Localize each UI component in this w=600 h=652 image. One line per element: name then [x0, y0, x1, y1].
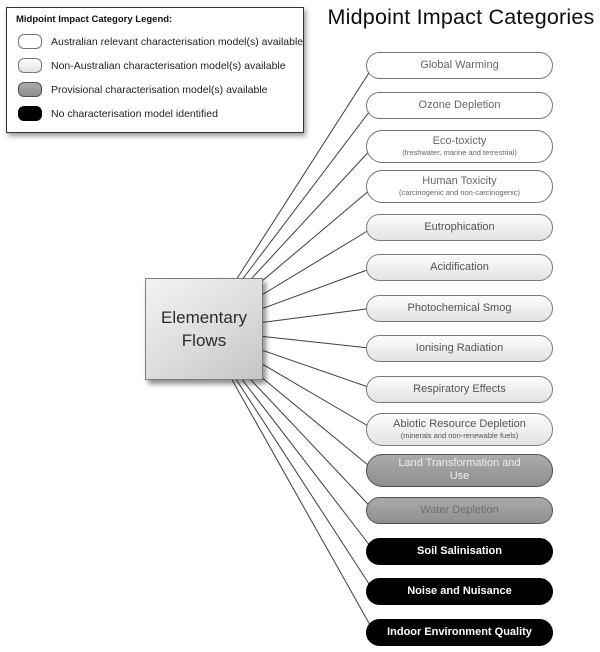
- elementary-flows-label: Elementary Flows: [161, 308, 247, 350]
- category-label: Acidification: [430, 261, 489, 273]
- category-pill-abiotic-resource-depletion: Abiotic Resource Depletion (minerals and…: [366, 413, 553, 446]
- category-label: Photochemical Smog: [407, 301, 512, 314]
- category-pill-global-warming: Global Warming: [366, 51, 553, 79]
- category-pill-noise-and-nuisance: Noise and Nuisance: [366, 578, 553, 605]
- category-pill-land-transformation-and-use: Land Transformation and Use: [366, 453, 553, 487]
- legend-item-non-australian: Non-Australian characterisation model(s)…: [14, 58, 295, 73]
- category-pill-indoor-environment-quality: Indoor Environment Quality: [366, 618, 553, 646]
- category-pill-soil-salinisation: Soil Salinisation: [366, 537, 553, 565]
- category-label: Ionising Radiation: [415, 342, 504, 354]
- legend-item-label: No characterisation model identified: [51, 107, 218, 120]
- category-label: Noise and Nuisance: [407, 585, 512, 597]
- category-label: Respiratory Effects: [413, 382, 506, 395]
- category-label: Land Transformation and Use: [398, 457, 521, 482]
- category-pill-water-depletion: Water Depletion: [366, 497, 553, 524]
- category-pill-respiratory-effects: Respiratory Effects: [366, 375, 553, 403]
- category-label: Abiotic Resource Depletion: [393, 418, 526, 431]
- legend-item-label: Non-Australian characterisation model(s)…: [51, 59, 286, 72]
- legend-item-provisional: Provisional characterisation model(s) av…: [14, 82, 295, 97]
- legend-swatch-no-model: [18, 106, 42, 121]
- category-label: Water Depletion: [420, 504, 499, 516]
- category-label: Global Warming: [420, 58, 499, 71]
- legend-item-no-model: No characterisation model identified: [14, 106, 295, 121]
- category-sublabel: (minerals and non-renewable fuels): [400, 431, 519, 441]
- category-pill-human-toxicity: Human Toxicity (carcinogenic and non-car…: [366, 170, 553, 203]
- category-sublabel: (carcinogenic and non-carcinogenic): [399, 188, 520, 198]
- category-pill-ionising-radiation: Ionising Radiation: [366, 335, 553, 362]
- legend-swatch-non-australian: [18, 58, 42, 73]
- category-label: Soil Salinisation: [417, 544, 502, 557]
- category-label: Human Toxicity: [422, 175, 497, 188]
- elementary-flows-node: Elementary Flows: [145, 278, 263, 380]
- category-pill-eutrophication: Eutrophication: [366, 213, 553, 241]
- connector-line: [203, 329, 375, 633]
- category-label: Eutrophication: [424, 220, 495, 233]
- category-sublabel: (freshwater, marine and terrestrial): [402, 147, 517, 157]
- legend-item-australian: Australian relevant characterisation mod…: [14, 34, 303, 49]
- category-pill-ozone-depletion: Ozone Depletion: [366, 92, 553, 119]
- category-label: Ozone Depletion: [418, 99, 501, 111]
- category-pill-acidification: Acidification: [366, 254, 553, 281]
- category-pill-eco-toxicity: Eco-toxicty (freshwater, marine and terr…: [366, 129, 553, 163]
- legend-item-label: Provisional characterisation model(s) av…: [51, 83, 268, 96]
- legend-title: Midpoint Impact Category Legend:: [16, 14, 173, 25]
- category-label: Eco-toxicty: [432, 134, 487, 147]
- legend-swatch-australian: [18, 34, 42, 49]
- category-label: Indoor Environment Quality: [387, 625, 532, 638]
- category-pill-photochemical-smog: Photochemical Smog: [366, 294, 553, 322]
- legend-panel: Midpoint Impact Category Legend: Austral…: [6, 7, 304, 133]
- diagram-title: Midpoint Impact Categories: [327, 5, 595, 29]
- legend-item-label: Australian relevant characterisation mod…: [51, 35, 304, 48]
- legend-swatch-provisional: [18, 82, 42, 97]
